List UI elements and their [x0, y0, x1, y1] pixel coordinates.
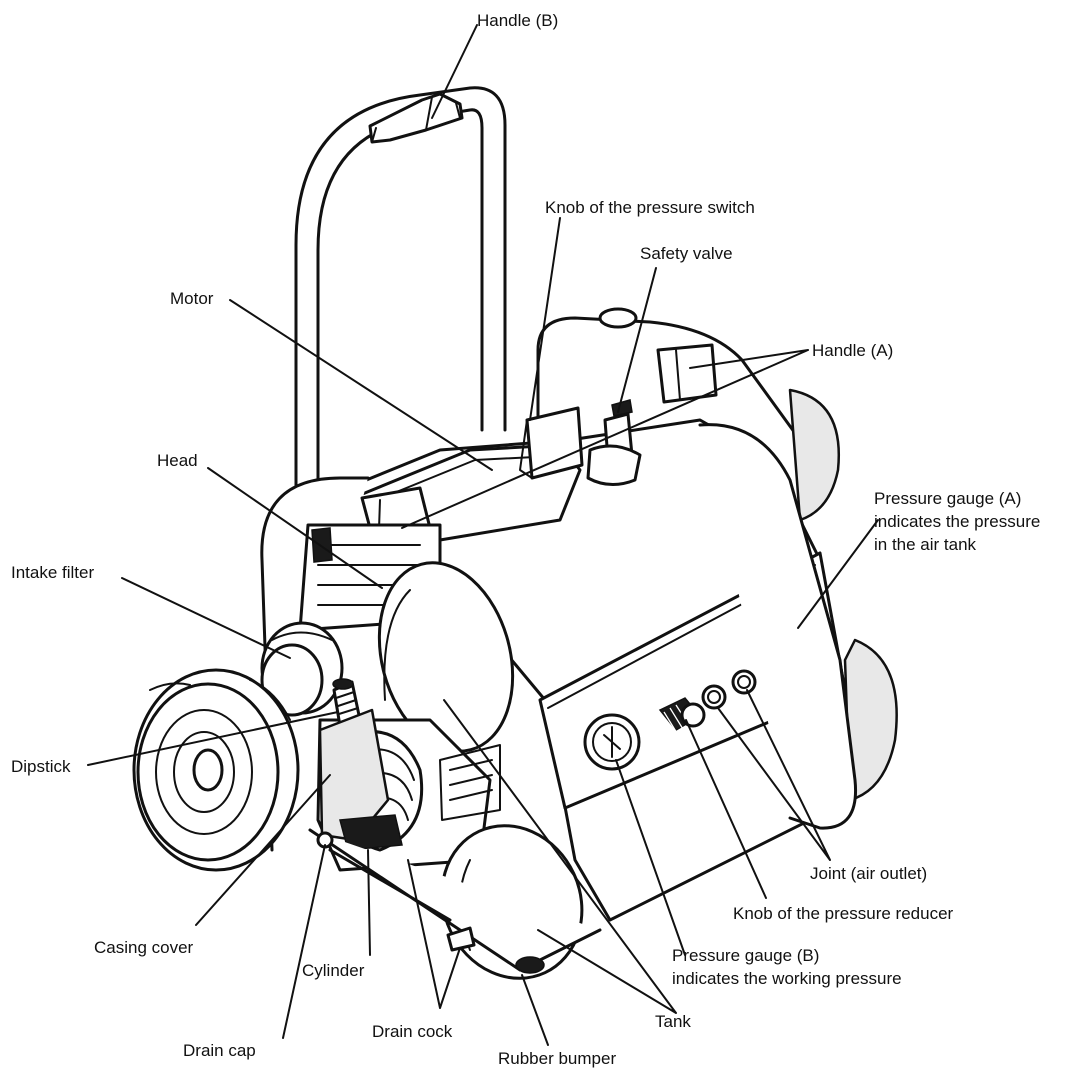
label-motor: Motor: [170, 289, 214, 308]
label-cylinder: Cylinder: [302, 961, 365, 980]
joints-air-outlet: [701, 669, 757, 710]
intake-filter: [260, 621, 344, 717]
label-pressure-gauge-a-desc-2: in the air tank: [874, 535, 977, 554]
pressure-reducer-knob: [658, 697, 706, 739]
label-dipstick: Dipstick: [11, 757, 71, 776]
label-intake-filter: Intake filter: [11, 563, 95, 582]
label-drain-cap: Drain cap: [183, 1041, 256, 1060]
label-rubber-bumper: Rubber bumper: [498, 1049, 617, 1068]
cylinder-fins-dark: [339, 814, 403, 851]
label-tank: Tank: [655, 1012, 691, 1031]
label-joint-air-outlet: Joint (air outlet): [810, 864, 928, 883]
rear-cap: [598, 307, 638, 329]
handle-b-frame: [294, 86, 507, 507]
label-knob-pressure-reducer: Knob of the pressure reducer: [733, 904, 954, 923]
label-knob-pressure-switch: Knob of the pressure switch: [545, 198, 755, 217]
base-frame: [308, 828, 602, 972]
left-wheel: [132, 668, 300, 872]
safety-valve: [586, 399, 642, 486]
label-drain-cock: Drain cock: [372, 1022, 453, 1041]
pressure-switch-box: [525, 406, 584, 480]
pressure-gauge-b: [583, 713, 641, 771]
label-pressure-gauge-a: Pressure gauge (A): [874, 489, 1022, 508]
rubber-bumper-part: [515, 956, 545, 974]
handle-a-front-loop: [260, 423, 858, 852]
leader-lines: [87, 24, 879, 1046]
tank-upper: [377, 561, 515, 753]
label-head: Head: [157, 451, 198, 470]
label-pressure-gauge-a-desc-1: indicates the pressure: [874, 512, 1041, 531]
label-handle-b: Handle (B): [477, 11, 559, 30]
label-pressure-gauge-b: Pressure gauge (B): [672, 946, 820, 965]
label-safety-valve: Safety valve: [640, 244, 733, 263]
label-casing-cover: Casing cover: [94, 938, 194, 957]
label-handle-a: Handle (A): [812, 341, 894, 360]
right-tanks-rear: [788, 388, 898, 802]
dipstick-part: [332, 678, 362, 728]
label-pressure-gauge-b-desc: indicates the working pressure: [672, 969, 902, 988]
drain-cock-part: [446, 926, 476, 952]
